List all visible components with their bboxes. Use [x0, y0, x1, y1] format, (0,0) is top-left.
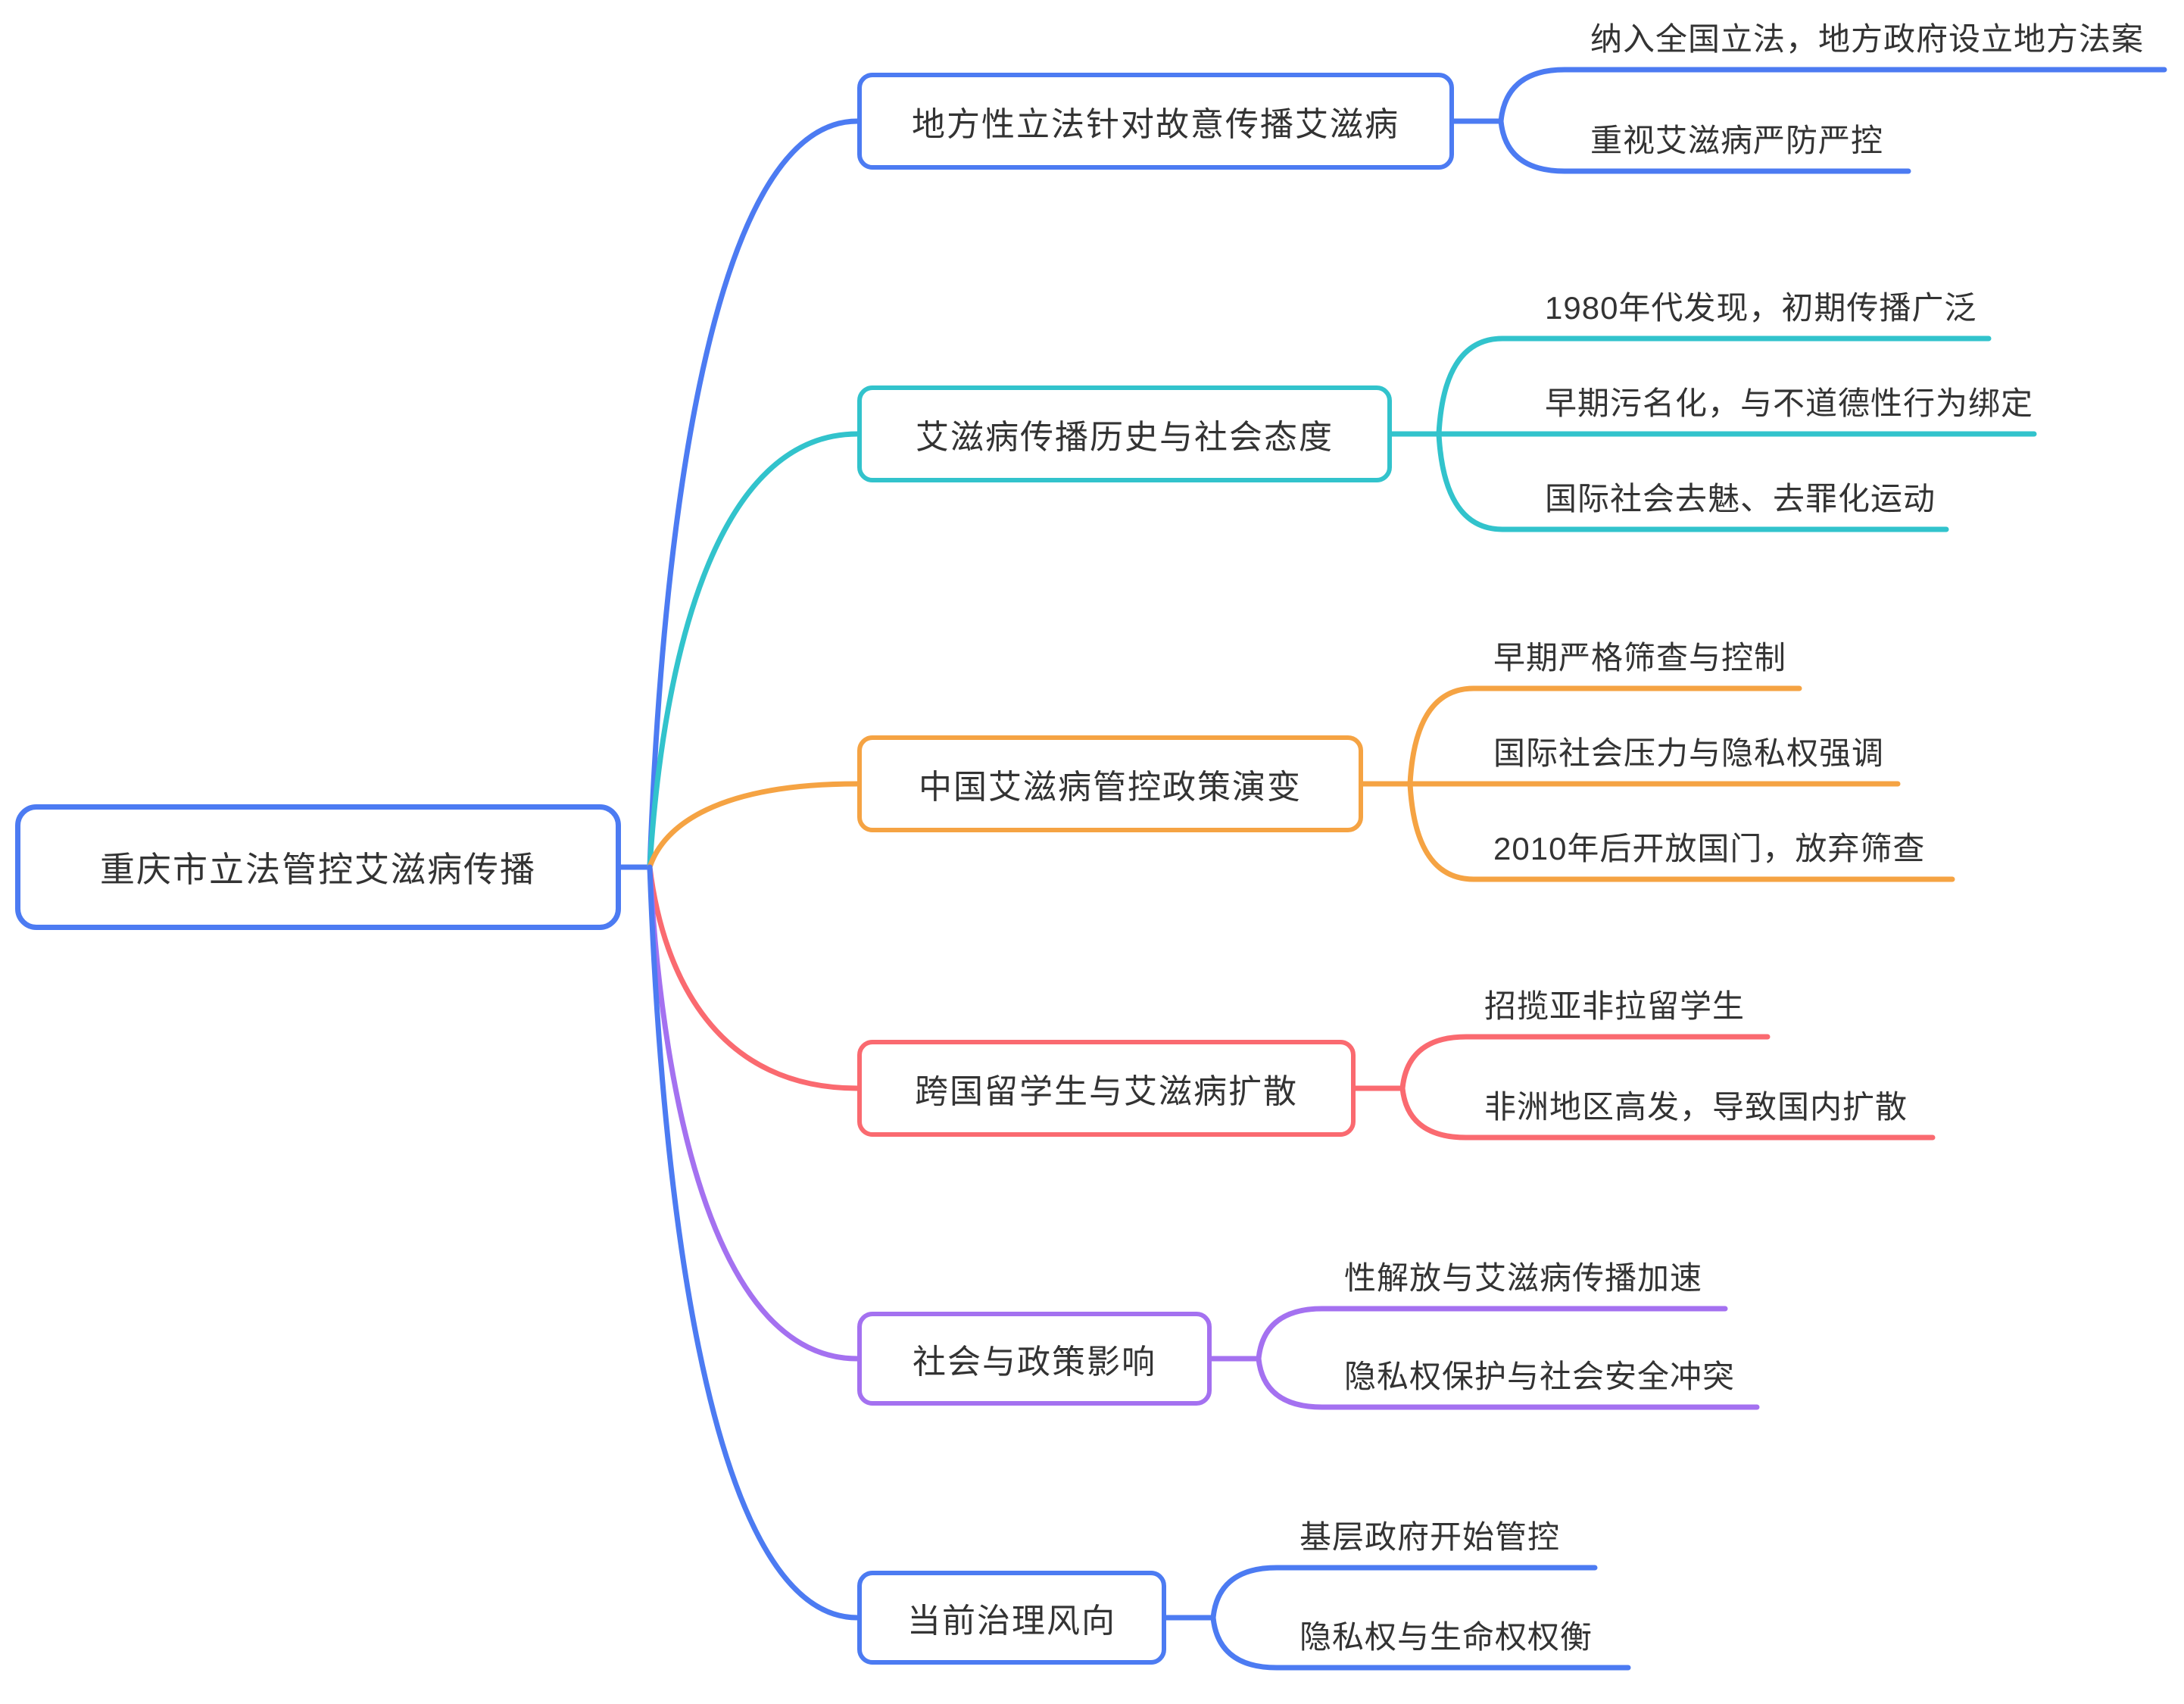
branch-node-2[interactable]: 艾滋病传播历史与社会态度	[857, 385, 1392, 482]
child-topic-1-2[interactable]: 重视艾滋病严防严控	[1590, 123, 1884, 158]
branch-5-connector	[647, 864, 860, 1362]
child-topic-2-3[interactable]: 国际社会去魅、去罪化运动	[1545, 481, 1936, 517]
branch-3-connector	[647, 781, 860, 870]
branch-3-child-3-line	[1407, 781, 1955, 882]
branch-6-child-2-line	[1210, 1615, 1631, 1671]
branch-node-1[interactable]: 地方性立法针对故意传播艾滋病	[857, 73, 1454, 170]
child-topic-6-2[interactable]: 隐私权与生命权权衡	[1299, 1619, 1593, 1655]
child-topic-5-1[interactable]: 性解放与艾滋病传播加速	[1344, 1260, 1703, 1296]
child-topic-2-1[interactable]: 1980年代发现，初期传播广泛	[1545, 290, 1977, 326]
branch-1-child-2-line	[1498, 118, 1911, 174]
branch-2-child-1-line	[1436, 335, 1992, 437]
child-topic-2-2[interactable]: 早期污名化，与不道德性行为绑定	[1545, 385, 2034, 421]
branch-1-child-1-line	[1498, 67, 2167, 124]
child-topic-3-1[interactable]: 早期严格筛查与控制	[1493, 640, 1787, 676]
branch-node-6[interactable]: 当前治理风向	[857, 1571, 1166, 1665]
child-topic-1-1[interactable]: 纳入全国立法，地方政府设立地方法案	[1590, 21, 2145, 57]
child-topic-4-2[interactable]: 非洲地区高发，导致国内扩散	[1484, 1089, 1908, 1125]
child-topic-4-1[interactable]: 招揽亚非拉留学生	[1484, 988, 1746, 1024]
branch-node-4[interactable]: 跨国留学生与艾滋病扩散	[857, 1040, 1356, 1137]
branch-1-connector	[647, 118, 860, 870]
branch-5-child-2-line	[1256, 1356, 1760, 1410]
branch-6-child-1-line	[1210, 1565, 1598, 1621]
branch-4-child-2-line	[1399, 1085, 1936, 1141]
branch-2-child-3-line	[1436, 431, 1949, 532]
child-topic-3-2[interactable]: 国际社会压力与隐私权强调	[1493, 735, 1885, 771]
branch-4-child-1-line	[1399, 1034, 1771, 1091]
child-topic-6-1[interactable]: 基层政府开始管控	[1299, 1519, 1561, 1555]
child-topic-5-2[interactable]: 隐私权保护与社会安全冲突	[1344, 1359, 1736, 1394]
branch-3-child-1-line	[1407, 685, 1802, 787]
branch-6-connector	[647, 864, 860, 1621]
branch-2-connector	[647, 431, 860, 870]
branch-4-connector	[647, 864, 860, 1091]
branch-node-3[interactable]: 中国艾滋病管控政策演变	[857, 735, 1363, 832]
child-topic-3-3[interactable]: 2010年后开放国门，放弃筛查	[1493, 831, 1926, 866]
branch-5-child-1-line	[1256, 1306, 1728, 1362]
root-node[interactable]: 重庆市立法管控艾滋病传播	[15, 804, 621, 930]
branch-node-5[interactable]: 社会与政策影响	[857, 1312, 1212, 1406]
